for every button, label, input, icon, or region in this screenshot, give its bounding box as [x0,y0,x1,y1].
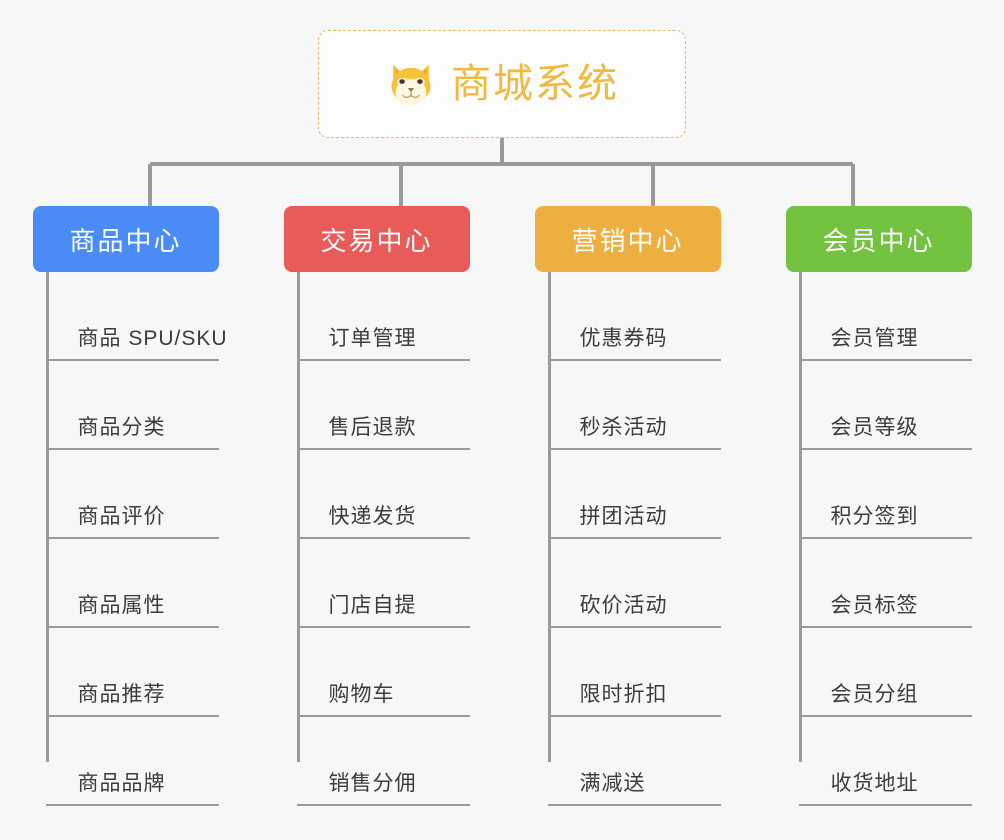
leaf-label: 售后退款 [328,416,417,439]
leaf-label: 商品评价 [77,505,166,528]
leaf-label: 商品品牌 [77,772,166,795]
leaf-item[interactable]: 秒杀活动 [535,361,721,450]
leaf-item[interactable]: 优惠券码 [535,272,721,361]
column-member-center: 会员中心 会员管理 会员等级 积分签到 会员标签 会员分组 收货地址 [753,206,1004,806]
leaf-item[interactable]: 商品属性 [33,539,219,628]
leaf-label: 优惠券码 [579,327,668,350]
root-node-container: 商城系统 [0,30,1004,138]
leaf-list-member-center: 会员管理 会员等级 积分签到 会员标签 会员分组 收货地址 [786,272,972,806]
leaf-item[interactable]: 会员等级 [786,361,972,450]
leaf-label: 积分签到 [830,505,919,528]
leaf-item[interactable]: 购物车 [284,628,470,717]
leaf-label: 商品属性 [77,594,166,617]
column-marketing-center: 营销中心 优惠券码 秒杀活动 拼团活动 砍价活动 限时折扣 满减送 [502,206,753,806]
leaf-item[interactable]: 商品 SPU/SKU [33,272,227,361]
leaf-item[interactable]: 门店自提 [284,539,470,628]
leaf-item[interactable]: 快递发货 [284,450,470,539]
leaf-list-product-center: 商品 SPU/SKU 商品分类 商品评价 商品属性 商品推荐 商品品牌 [33,272,227,806]
leaf-item[interactable]: 拼团活动 [535,450,721,539]
category-header-marketing-center[interactable]: 营销中心 [534,206,721,272]
leaf-label: 商品分类 [77,416,166,439]
leaf-label: 砍价活动 [579,594,668,617]
leaf-item[interactable]: 满减送 [535,717,721,806]
category-header-trade-center[interactable]: 交易中心 [283,206,470,272]
leaf-item[interactable]: 限时折扣 [535,628,721,717]
leaf-label: 会员分组 [830,683,919,706]
root-node[interactable]: 商城系统 [318,30,686,138]
category-header-product-center[interactable]: 商品中心 [32,206,219,272]
leaf-item[interactable]: 商品品牌 [33,717,219,806]
category-title: 商品中心 [69,225,182,256]
leaf-label: 秒杀活动 [579,416,668,439]
leaf-item[interactable]: 商品分类 [33,361,219,450]
leaf-label: 购物车 [328,683,395,706]
leaf-label: 门店自提 [328,594,417,617]
leaf-label: 会员管理 [830,327,919,350]
leaf-item[interactable]: 会员标签 [786,539,972,628]
leaf-item[interactable]: 商品推荐 [33,628,219,717]
leaf-item[interactable]: 收货地址 [786,717,972,806]
category-columns: 商品中心 商品 SPU/SKU 商品分类 商品评价 商品属性 商品推荐 商品品牌… [0,206,1004,806]
leaf-label: 商品推荐 [77,683,166,706]
leaf-label: 快递发货 [328,505,417,528]
leaf-item[interactable]: 会员分组 [786,628,972,717]
root-title: 商城系统 [451,62,619,106]
leaf-label: 满减送 [579,772,646,795]
column-product-center: 商品中心 商品 SPU/SKU 商品分类 商品评价 商品属性 商品推荐 商品品牌 [0,206,251,806]
connector-lines [148,138,855,208]
leaf-label: 会员标签 [830,594,919,617]
leaf-item[interactable]: 销售分佣 [284,717,470,806]
leaf-label: 限时折扣 [579,683,668,706]
category-title: 交易中心 [320,225,433,256]
leaf-label: 销售分佣 [328,772,417,795]
leaf-label: 拼团活动 [579,505,668,528]
leaf-item[interactable]: 砍价活动 [535,539,721,628]
leaf-item[interactable]: 售后退款 [284,361,470,450]
column-trade-center: 交易中心 订单管理 售后退款 快递发货 门店自提 购物车 销售分佣 [251,206,502,806]
leaf-item[interactable]: 积分签到 [786,450,972,539]
leaf-label: 会员等级 [830,416,919,439]
leaf-list-marketing-center: 优惠券码 秒杀活动 拼团活动 砍价活动 限时折扣 满减送 [535,272,721,806]
leaf-label: 商品 SPU/SKU [77,327,228,350]
leaf-item[interactable]: 商品评价 [33,450,219,539]
category-title: 营销中心 [571,225,684,256]
leaf-item[interactable]: 会员管理 [786,272,972,361]
category-title: 会员中心 [822,225,935,256]
leaf-item[interactable]: 订单管理 [284,272,470,361]
shiba-dog-face-icon [385,58,437,110]
leaf-label: 订单管理 [328,327,417,350]
leaf-label: 收货地址 [830,772,919,795]
category-header-member-center[interactable]: 会员中心 [785,206,972,272]
leaf-list-trade-center: 订单管理 售后退款 快递发货 门店自提 购物车 销售分佣 [284,272,470,806]
